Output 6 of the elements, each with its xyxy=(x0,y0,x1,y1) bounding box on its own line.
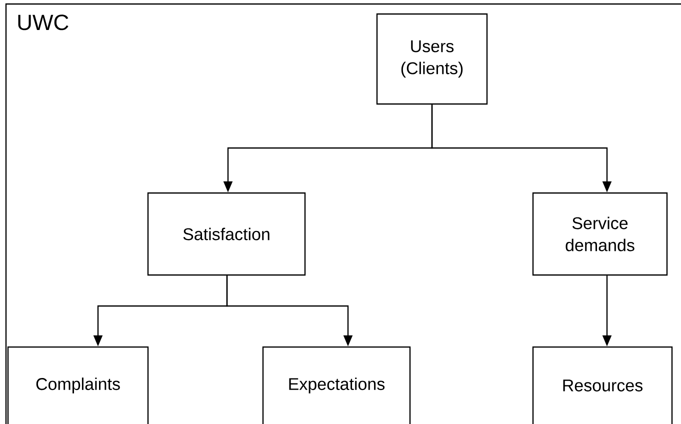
box: Satisfaction xyxy=(147,192,306,276)
box: Users (Clients) xyxy=(376,13,488,105)
box: Complaints xyxy=(7,346,149,424)
box: Resources xyxy=(532,346,673,424)
box: Service demands xyxy=(532,192,668,276)
box: Expectations xyxy=(262,346,411,424)
